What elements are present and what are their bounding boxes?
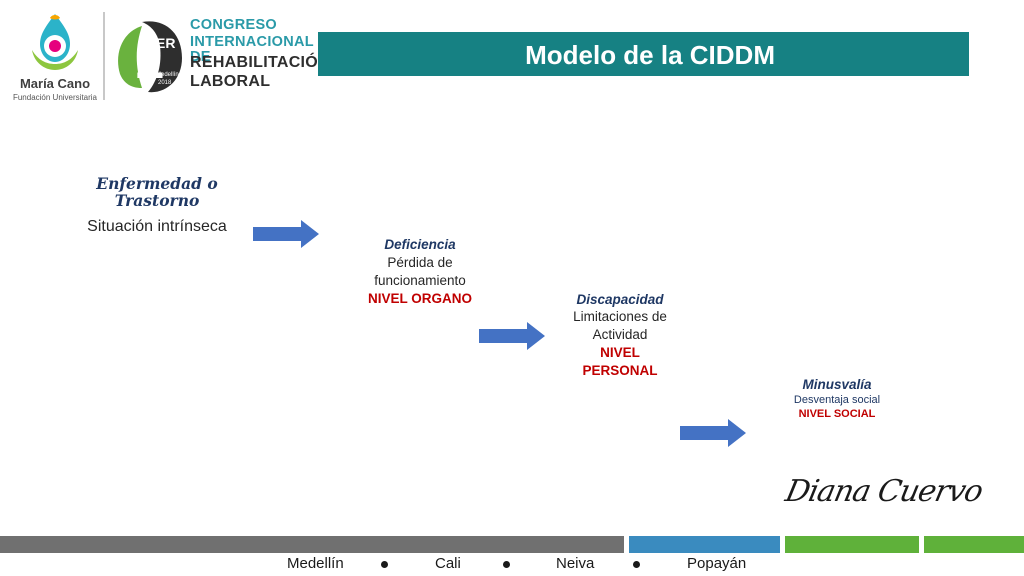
enfermedad-title: Enfermedad o Trastorno (96, 174, 218, 210)
footer-bar-gray (0, 536, 624, 553)
congreso-emblem-icon: 1 ER Medellín 2018 (118, 21, 182, 93)
maria-cano-emblem-icon (32, 14, 78, 70)
footer-city-medellin: Medellín (287, 555, 344, 572)
maria-cano-logo: María Cano Fundación Universitaria (10, 10, 100, 102)
arrow-right-icon (253, 220, 319, 248)
footer-bar-green (785, 536, 919, 553)
logo-sub-text: Fundación Universitaria (12, 93, 98, 102)
congreso-number: 1 (134, 30, 164, 90)
discapacidad-desc-line-2: Actividad (592, 327, 648, 342)
deficiencia-desc-line-1: Pérdida de (387, 255, 453, 270)
discapacidad-desc-line-1: Limitaciones de (573, 309, 667, 324)
footer-dot (381, 561, 388, 568)
arrow-right-icon (479, 322, 545, 350)
footer-city-popayan: Popayán (687, 555, 747, 572)
title-bar: Modelo de la CIDDM (318, 32, 969, 76)
enfermedad-desc: Situación intrínseca (87, 218, 227, 235)
arrow-right-icon (680, 419, 746, 447)
footer-city-neiva: Neiva (556, 555, 595, 572)
minusvalia-desc: Desventaja social (793, 394, 881, 406)
minusvalia-level: NIVEL SOCIAL (798, 408, 876, 420)
deficiencia-level: NIVEL ORGANO (367, 291, 472, 306)
header-divider (103, 12, 105, 100)
congreso-year: 2018 (158, 80, 172, 86)
congreso-line-4: LABORAL (190, 73, 271, 90)
discapacidad-title: Discapacidad (576, 292, 664, 307)
footer-bar-blue (629, 536, 780, 553)
footer-city-cali: Cali (435, 555, 461, 572)
congreso-logo: 1 ER Medellín 2018 CONGRESO INTERNACIONA… (112, 14, 330, 102)
signature: Diana Cuervo (782, 474, 986, 509)
footer-bar-green-2 (924, 536, 1024, 553)
footer-dot (633, 561, 640, 568)
discapacidad-level-line-1: NIVEL (600, 345, 640, 360)
congreso-line-2: INTERNACIONAL DE (190, 34, 314, 65)
congreso-city: Medellín (156, 72, 179, 78)
congreso-ordinal: ER (156, 35, 175, 51)
page-title: Modelo de la CIDDM (525, 40, 775, 70)
minusvalia-title: Minusvalía (802, 377, 872, 392)
discapacidad-level-line-2: PERSONAL (582, 363, 658, 378)
congreso-line-1: CONGRESO (190, 17, 277, 33)
congreso-line-3: REHABILITACIÓN (190, 54, 330, 71)
deficiencia-title: Deficiencia (384, 237, 456, 252)
logo-brand-text: María Cano (19, 76, 91, 91)
footer-dot (503, 561, 510, 568)
deficiencia-desc-line-2: funcionamiento (374, 273, 466, 288)
